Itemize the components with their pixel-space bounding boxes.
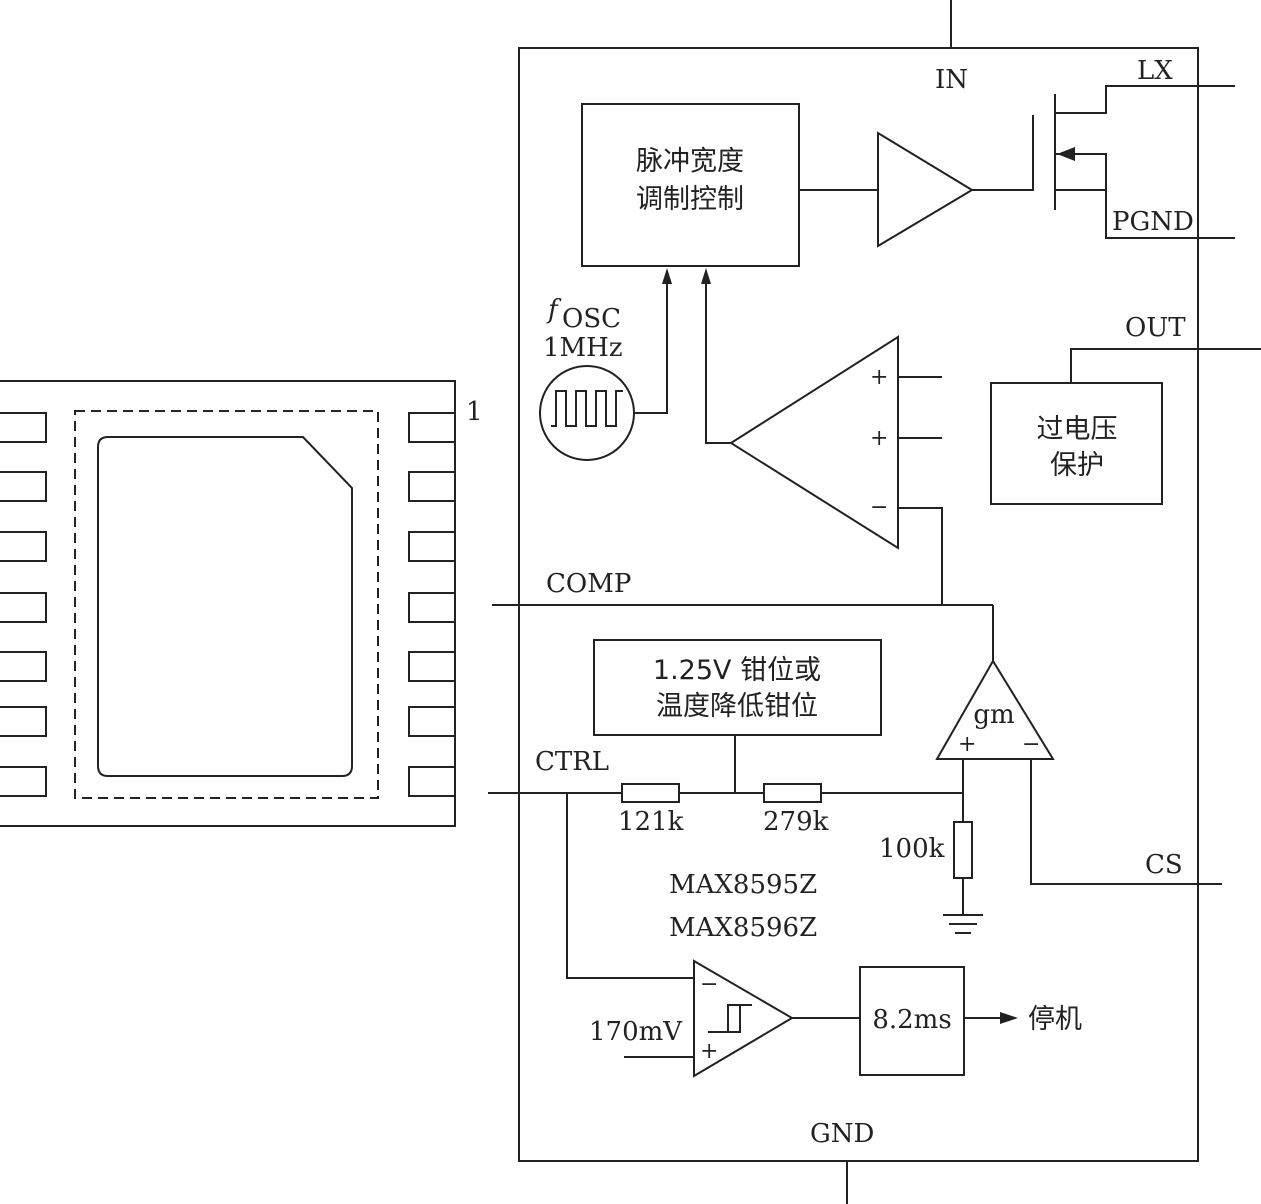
gnd-label: GND bbox=[810, 1119, 874, 1149]
package-pin bbox=[0, 706, 47, 737]
package-pin bbox=[408, 706, 456, 737]
osc-arrow-icon bbox=[662, 268, 672, 284]
resistor-100k bbox=[953, 821, 973, 879]
package-pin bbox=[408, 651, 456, 682]
timer-block bbox=[859, 966, 965, 1076]
gm-plus: + bbox=[958, 732, 976, 757]
shutdown-comparator bbox=[693, 959, 794, 1078]
ground-icon bbox=[943, 914, 983, 934]
cs-wire bbox=[1030, 759, 1222, 885]
clamp-label-line1: 1.25V 钳位或 bbox=[653, 655, 821, 686]
driver-to-gate-wire bbox=[972, 115, 1034, 191]
source-to-pgnd-wire bbox=[1055, 153, 1235, 239]
package-pin bbox=[0, 592, 47, 623]
package-pin bbox=[0, 412, 47, 443]
out-wire bbox=[1070, 348, 1261, 383]
gm-label: gm bbox=[973, 700, 1014, 730]
ovp-label-line1: 过电压 bbox=[1037, 414, 1118, 445]
pwm-label-line1: 脉冲宽度 bbox=[636, 146, 744, 177]
gm-minus: − bbox=[1022, 732, 1040, 757]
erramp-to-pwm-wire bbox=[705, 280, 731, 444]
hysteresis-icon-2 bbox=[716, 1005, 741, 1033]
pwm-label-line2: 调制控制 bbox=[636, 184, 744, 215]
package-pin bbox=[408, 412, 456, 443]
left-pins bbox=[0, 412, 47, 797]
right-pins bbox=[408, 412, 456, 797]
reference-label: 170mV bbox=[589, 1017, 683, 1047]
oscillator: f OSC 1MHz bbox=[539, 268, 672, 461]
shutdown-label: 停机 bbox=[1028, 1004, 1082, 1035]
timer-label: 8.2ms bbox=[872, 1005, 951, 1035]
ic-package: 1 bbox=[0, 380, 483, 827]
resistor-121k bbox=[621, 783, 680, 803]
fosc-frequency: 1MHz bbox=[543, 333, 623, 363]
die-outline bbox=[97, 436, 353, 777]
package-pin bbox=[0, 531, 47, 562]
erramp-minus: − bbox=[870, 495, 888, 520]
gm-amplifier bbox=[935, 659, 1055, 760]
package-pin bbox=[408, 531, 456, 562]
osc-to-pwm-wire bbox=[634, 280, 668, 414]
pgnd-label: PGND bbox=[1112, 207, 1194, 237]
square-wave-icon bbox=[551, 390, 623, 427]
cs-label: CS bbox=[1145, 850, 1183, 880]
resistor-279k bbox=[763, 783, 822, 803]
lx-label: LX bbox=[1137, 56, 1173, 86]
package-pin bbox=[0, 651, 47, 682]
package-body bbox=[0, 380, 456, 827]
exposed-pad-outline bbox=[74, 410, 379, 799]
ctrl-to-comparator-wire bbox=[566, 793, 694, 979]
package-pin bbox=[408, 766, 456, 797]
erramp-input3-wire bbox=[898, 507, 943, 605]
power-mosfet bbox=[1054, 85, 1235, 239]
erramp-arrow-icon bbox=[701, 268, 711, 284]
in-label: IN bbox=[935, 65, 968, 95]
package-pin bbox=[408, 592, 456, 623]
out-label: OUT bbox=[1125, 313, 1186, 343]
mosfet-arrow bbox=[1057, 147, 1075, 161]
error-amplifier bbox=[729, 335, 899, 550]
comparator-minus: − bbox=[700, 972, 718, 997]
erramp-plus1: + bbox=[870, 365, 888, 390]
clamp-label-line2: 温度降低钳位 bbox=[656, 691, 818, 722]
comparator-plus: + bbox=[700, 1039, 718, 1064]
r3-label: 100k bbox=[879, 834, 945, 864]
divider-right-wire bbox=[821, 792, 964, 822]
erramp-plus2: + bbox=[870, 426, 888, 451]
package-pin bbox=[0, 471, 47, 502]
gate-driver bbox=[877, 131, 974, 248]
drain-to-lx-wire bbox=[1055, 85, 1235, 114]
ovp-label-line2: 保护 bbox=[1050, 450, 1104, 481]
fosc-subscript: OSC bbox=[562, 304, 621, 334]
part-number-2: MAX8596Z bbox=[669, 913, 817, 943]
pwm-control-block bbox=[581, 103, 800, 267]
r1-label: 121k bbox=[618, 807, 684, 837]
package-pin bbox=[0, 766, 47, 797]
fosc-symbol: f bbox=[546, 295, 562, 325]
package-pin bbox=[408, 471, 456, 502]
clamp-block bbox=[593, 639, 882, 736]
ctrl-label: CTRL bbox=[535, 747, 609, 777]
r2-label: 279k bbox=[763, 807, 829, 837]
part-number-1: MAX8595Z bbox=[669, 870, 817, 900]
overvoltage-protection-block bbox=[990, 382, 1163, 505]
comp-label: COMP bbox=[546, 569, 631, 599]
pin1-label: 1 bbox=[466, 397, 483, 427]
shutdown-arrow-icon bbox=[1000, 1012, 1018, 1024]
